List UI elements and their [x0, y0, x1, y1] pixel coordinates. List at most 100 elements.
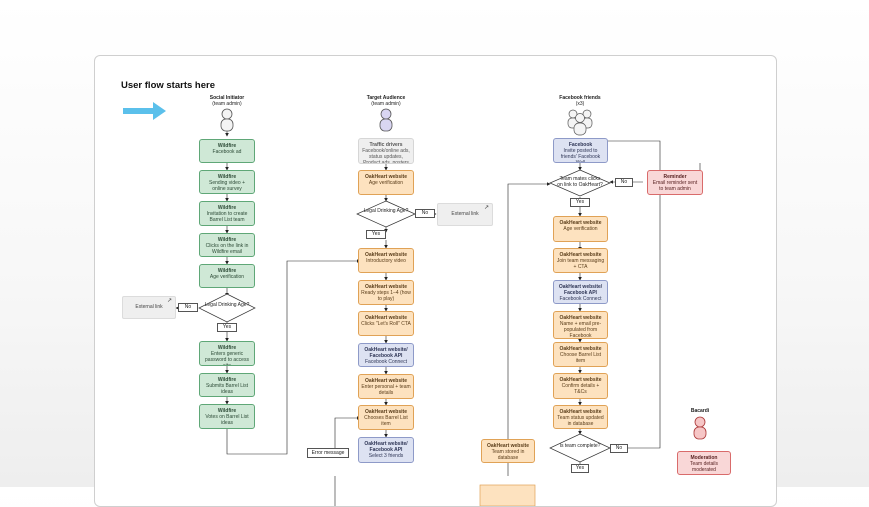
node-text: Enters generic password to access site	[205, 351, 249, 366]
node-text: Facebook Connect	[365, 359, 407, 365]
actor-target-audience: Target Audience (team admin)	[355, 95, 417, 132]
actor-name: Target Audience	[366, 95, 406, 101]
node-title: Wildfire	[217, 143, 237, 149]
decision-label: Legal Drinking Age?	[363, 208, 409, 214]
node-text: Team details moderated	[689, 461, 719, 473]
node-title: Wildfire	[217, 408, 237, 414]
group-icon	[567, 109, 593, 136]
node-text: Select 3 friends	[368, 453, 404, 459]
node-title: Wildfire	[217, 268, 237, 274]
link-icon: ↗	[483, 205, 489, 211]
external-link-node[interactable]: External link ↗	[437, 203, 493, 226]
node-text: Introductory video	[366, 258, 406, 264]
node-text: Chooses Barrel List item	[364, 415, 408, 427]
node-text: Team status updated in database	[557, 415, 604, 427]
link-icon: ↗	[166, 298, 172, 304]
node-text: Join team messaging + CTA	[556, 258, 605, 270]
node-text: Clicks "Let's Roll" CTA	[361, 321, 411, 327]
external-link-node[interactable]: External link ↗	[122, 296, 176, 319]
node-title: OakHeart website	[365, 378, 407, 384]
node-text: Team stored in database	[491, 449, 525, 461]
node-title: OakHeart website	[365, 284, 407, 290]
diagram-canvas: User flow starts here Social Initiator (…	[94, 55, 777, 507]
no-label: No	[178, 303, 198, 312]
node-title: Traffic drivers	[369, 142, 403, 148]
actor-facebook-friends: Facebook friends (x3)	[549, 95, 611, 136]
actor-name: Bacardi	[690, 408, 710, 414]
node-text: Choose Barrel List item	[559, 352, 602, 364]
node-text: Facebook ad	[212, 149, 242, 155]
actor-name: Facebook friends	[559, 95, 601, 101]
node-title: OakHeart website	[365, 409, 407, 415]
node-title: Wildfire	[217, 174, 237, 180]
node-title: Facebook	[568, 142, 593, 148]
node-title: OakHeart website/ Facebook API	[364, 347, 408, 359]
node-title: OakHeart website	[559, 252, 602, 258]
node-title: OakHeart website	[559, 346, 602, 352]
yes-label: Yes	[571, 464, 589, 473]
node-title: OakHeart website	[365, 174, 407, 180]
node-title: OakHeart website	[559, 409, 602, 415]
yes-label: Yes	[570, 198, 590, 207]
actor-role: (x3)	[575, 101, 585, 107]
external-link-text: External link	[135, 304, 163, 310]
node-text: Enter personal + team details	[361, 384, 411, 396]
node-text: Email reminder sent to team admin	[652, 180, 698, 192]
node-title: OakHeart website	[365, 315, 407, 321]
actor-social-initiator: Social Initiator (team admin)	[196, 95, 258, 132]
node-title: Wildfire	[217, 205, 237, 211]
node-text: Submits Barrel List ideas	[206, 383, 248, 395]
node-title: Moderation	[690, 455, 718, 461]
decision-diamond-2	[356, 200, 416, 228]
node-text: Name + email pre-populated from Facebook	[559, 321, 602, 339]
error-message-label: Error message	[307, 448, 349, 458]
node-title: OakHeart website	[559, 220, 602, 226]
decision-label: Is team complete?	[559, 443, 601, 449]
node-title: Reminder	[663, 174, 687, 180]
no-label: No	[415, 209, 435, 218]
actor-role: (team admin)	[212, 101, 242, 107]
page-title: User flow starts here	[121, 80, 215, 91]
node-title: OakHeart website	[559, 315, 602, 321]
node-text: Invite posted to friends' Facebook Wall	[560, 148, 601, 163]
node-text: Invitation to create Barrel List team	[206, 211, 248, 223]
node-text: Age verification	[563, 226, 598, 232]
actor-name: Social Initiator	[209, 95, 245, 101]
node-text: Facebook Connect	[559, 296, 602, 302]
node-title: OakHeart website/ Facebook API	[364, 441, 408, 453]
node-title: OakHeart website	[487, 443, 529, 449]
decision-label: Legal Drinking Age?	[204, 302, 250, 308]
person-icon	[220, 108, 234, 132]
node-title: Wildfire	[217, 377, 237, 383]
node-title: Wildfire	[217, 237, 237, 243]
decision-label: Team mates clicks on link to OakHeart?	[557, 176, 603, 188]
